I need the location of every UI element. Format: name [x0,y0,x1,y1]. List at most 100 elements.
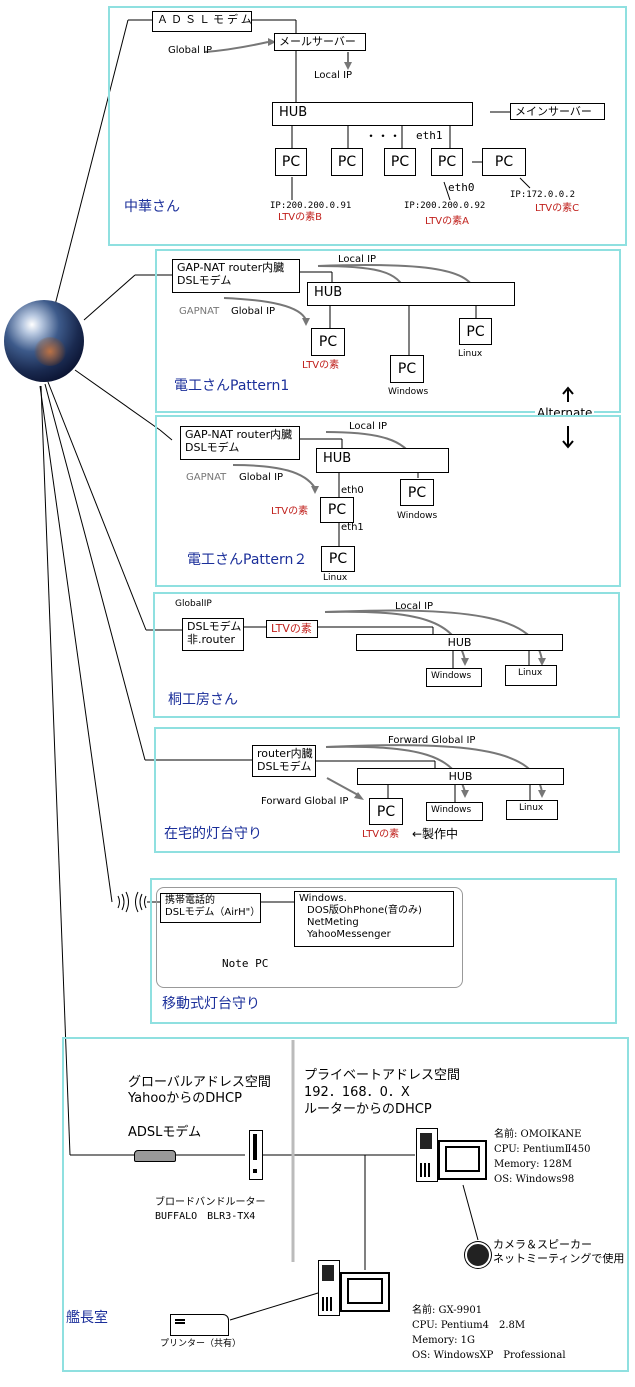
global-ip-label: Global IP [231,306,276,317]
note-pc-label: Note PC [222,957,269,970]
pc-box: PC [331,148,363,176]
spec-line: Memory: 1G [412,1335,475,1346]
local-ip-label: Local IP [314,70,353,81]
pc-box: PC [400,479,434,506]
section-kancho [62,1037,629,1372]
ip-address: IP:172.0.0.2 [510,190,576,200]
router-label: GAP-NAT router内臓 [185,428,293,441]
pc-box: PC [321,546,355,572]
ltv-label-c: LTVの素C [535,203,580,214]
spec-line: 名前: GX-9901 [412,1305,483,1316]
linux-box: Linux [506,800,558,820]
yahoo-dhcp-label: YahooからのDHCP [128,1091,242,1106]
global-ip-label: GlobalIP [175,599,212,609]
gapnat-label: GAPNAT [186,472,227,483]
camera-icon [465,1242,491,1268]
router-name: ブロードバンドルーター [155,1197,266,1208]
section-title-mobile: 移動式灯台守り [162,996,260,1012]
section-mobile [150,878,617,1024]
linux-label: Linux [323,573,348,583]
pc-box: PC [482,148,526,176]
printer-label: プリンター（共有） [160,1339,242,1349]
local-ip-label: Local IP [338,254,377,265]
local-ip-label: Local IP [395,601,434,612]
pc-box: PC [390,355,424,383]
mail-server-box: メールサーバー [274,33,366,51]
modem-label: 携帯電話的 [165,895,215,906]
spec-line: 名前: OMOIKANE [494,1129,582,1140]
pc-box: PC [369,798,403,825]
hub-box: HUB [356,634,563,651]
local-ip-label: Local IP [349,421,388,432]
pc-box: PC [431,148,463,176]
spec-line: CPU: Pentium4 2.8M [412,1320,526,1331]
camera-usage-label: ネットミーティングで使用 [493,1252,625,1265]
ip-address: IP:200.200.0.91 [270,201,352,211]
section-title-kancho: 艦長室 [66,1310,108,1326]
section-title-denko-pattern2: 電工さんPattern２ [187,552,308,568]
section-zaitaku [154,727,620,853]
pc-box: PC [459,318,492,345]
section-chuka [108,6,627,246]
pc2-specs: 名前: GX-9901 CPU: Pentium4 2.8M Memory: 1… [412,1303,566,1363]
dsl-modem-box: DSLモデム 非.router [182,618,244,651]
global-address-space: グローバルアドレス空間 YahooからのDHCP [128,1075,271,1107]
router-icon [249,1130,263,1180]
hub-box: HUB [272,102,473,126]
hub-box: HUB [357,768,564,785]
camera-info: カメラ＆スピーカー ネットミーティングで使用 [493,1238,624,1266]
linux-box: Linux [505,665,557,686]
software-item: YahooMessenger [307,929,391,940]
adsl-modem-box: ＡＤＳＬモデム [152,11,252,32]
windows-box: Windows [426,668,482,687]
pc-box: PC [275,148,307,176]
mobile-dsl-modem-box: 携帯電話的 DSLモデム（AirH"） [160,893,261,923]
private-net-label: 192．168．0．X [304,1085,410,1100]
section-denko-pattern1 [155,249,621,413]
eth1-label: eth1 [416,129,443,142]
monitor-icon [340,1272,390,1312]
pc-box: PC [384,148,416,176]
router-label: router内臓 [257,747,313,760]
section-title-kiri: 桐工房さん [168,692,238,708]
ltv-label-b: LTVの素B [278,212,323,223]
spec-line: Memory: 128M [494,1159,572,1170]
software-list-box: Windows. DOS版OhPhone(音のみ) NetMeting Yaho… [294,891,454,947]
software-item: NetMeting [307,917,359,928]
ltv-label: LTVの素 [362,829,400,840]
modem-label: DSLモデム [187,620,242,633]
gap-nat-router-box: GAP-NAT router内臓 DSLモデム [172,259,300,293]
hub-box: HUB [316,448,449,473]
router-label-2: DSLモデム [177,274,232,287]
global-ip-label: Global IP [168,45,213,56]
spec-line: OS: WindowsXP Professional [412,1350,566,1361]
eth0-label: eth0 [341,485,364,496]
global-space-label: グローバルアドレス空間 [128,1075,271,1090]
private-address-space: プライベートアドレス空間 192．168．0．X ルーターからのDHCP [304,1067,460,1118]
forward-ip-label-2: Forward Global IP [261,796,349,807]
desktop-pc-icon [318,1260,340,1316]
router-dsl-modem-box: router内臓 DSLモデム [252,745,316,777]
windows-label: Windows [388,387,429,397]
ltv-label: LTVの素 [271,506,309,517]
spec-line: OS: Windows98 [494,1174,575,1185]
forward-ip-label: Forward Global IP [388,735,476,746]
ltv-box: LTVの素 [266,620,318,638]
linux-label: Linux [458,349,483,359]
gapnat-label: GAPNAT [179,306,220,317]
ellipsis: ・・・ [365,129,402,143]
section-title-zaitaku: 在宅的灯台守り [164,826,262,842]
camera-label: カメラ＆スピーカー [493,1238,592,1251]
adsl-modem-label: ADSLモデム [128,1125,202,1140]
software-item: DOS版OhPhone(音のみ) [307,905,422,916]
router-label: GAP-NAT router内臓 [177,261,285,274]
ltv-label-a: LTVの素A [425,216,469,227]
global-ip-label: Global IP [239,472,284,483]
eth0-label: eth0 [448,181,475,194]
windows-box: Windows [426,802,483,821]
router-label-2: DSLモデム [185,441,240,454]
main-server-box: メインサーバー [510,103,605,120]
desktop-pc-icon [416,1128,438,1182]
router-info: ブロードバンドルーター BUFFALO BLR3-TX4 [155,1196,266,1224]
pc-box: PC [320,497,354,523]
